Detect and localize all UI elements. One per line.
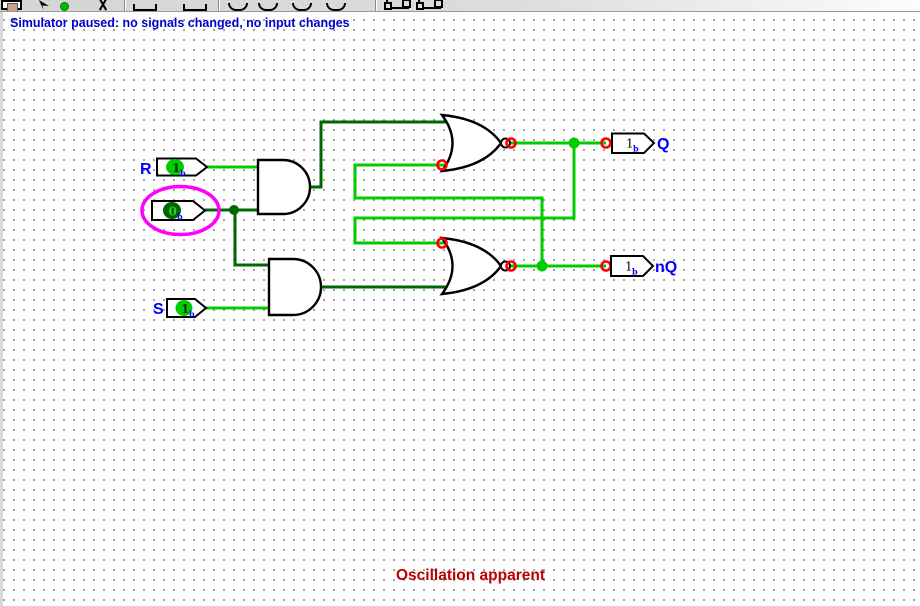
- pointer-tool-icon[interactable]: [38, 0, 49, 10]
- port-marker: [600, 137, 612, 149]
- schematic-canvas[interactable]: Simulator paused: no signals changed, no…: [0, 12, 920, 606]
- base-subscript: b: [177, 212, 183, 222]
- base-subscript: b: [180, 168, 186, 178]
- nor-gate-tool-icon[interactable]: [326, 3, 346, 11]
- wire-nq-feedback-to-nor1[interactable]: [353, 163, 544, 266]
- output-port-tool-icon[interactable]: [183, 4, 207, 11]
- module-tab-icon: [402, 0, 411, 8]
- and-gate-tool-icon[interactable]: [228, 3, 248, 11]
- status-message: Simulator paused: no signals changed, no…: [10, 16, 350, 30]
- pin-label-r: R: [140, 161, 152, 178]
- toolbar: [0, 0, 920, 12]
- module2-tool-icon[interactable]: [416, 0, 443, 10]
- switch-led-on: [175, 300, 193, 316]
- port-marker: [505, 260, 517, 272]
- module-tool-icon[interactable]: [384, 0, 411, 10]
- module-tab-icon: [416, 2, 424, 10]
- switch-led-off: [163, 202, 181, 219]
- pin-label-q: Q: [657, 136, 669, 153]
- module-tab-icon: [434, 0, 443, 8]
- toolbar-separator: [218, 0, 220, 11]
- port-marker: [436, 237, 448, 249]
- nor-gate-2[interactable]: [439, 236, 503, 296]
- port-marker: [505, 137, 517, 149]
- input-pin-s[interactable]: S 1 b: [153, 298, 208, 319]
- output-tag-q[interactable]: 1 b Q: [611, 132, 669, 154]
- switch-led-on: [166, 159, 184, 175]
- annotation-text: Oscillation apparent: [396, 567, 545, 584]
- pin-tag: [610, 255, 655, 277]
- base-subscript: b: [189, 309, 195, 319]
- input-port-tool-icon[interactable]: [133, 4, 157, 11]
- input-pin-enable[interactable]: 0 b: [151, 200, 207, 222]
- wire-junction: [568, 137, 580, 149]
- base-subscript: b: [633, 144, 639, 154]
- tag-value: 1: [626, 137, 634, 151]
- wire-junction: [536, 260, 548, 272]
- pin-value: 1: [181, 302, 189, 316]
- module-tab-icon: [384, 2, 392, 10]
- input-pin-r[interactable]: R 1 b: [140, 157, 209, 179]
- grab-tool-button[interactable]: [1, 0, 22, 11]
- base-subscript: b: [632, 267, 638, 277]
- and-gate-2[interactable]: [267, 257, 323, 317]
- port-marker: [436, 159, 448, 171]
- toolbar-separator: [124, 0, 126, 11]
- pin-label-s: S: [153, 301, 164, 318]
- and-gate-1[interactable]: [256, 158, 312, 216]
- tag-value: 1: [625, 260, 633, 274]
- wire-and1-to-nor1[interactable]: [309, 120, 447, 189]
- or-gate-tool-icon[interactable]: [258, 3, 278, 11]
- pin-value: 1: [172, 161, 180, 175]
- highlight-ellipse: [140, 184, 221, 237]
- wire-junction: [229, 205, 239, 215]
- wire-enable-branch-to-and2[interactable]: [233, 210, 271, 267]
- probe-tool-icon[interactable]: [60, 2, 69, 11]
- output-tag-nq[interactable]: 1 b nQ: [610, 255, 677, 277]
- nand-gate-tool-icon[interactable]: [292, 3, 312, 11]
- cut-tool-icon[interactable]: [95, 0, 113, 11]
- hand-icon: [7, 3, 18, 11]
- pin-tag: [611, 132, 656, 154]
- pin-label-nq: nQ: [655, 259, 677, 276]
- wire-q-feedback-to-nor2[interactable]: [353, 143, 576, 245]
- nor-gate-1[interactable]: [439, 113, 503, 173]
- toolbar-separator: [375, 0, 377, 11]
- pin-value: 0: [169, 205, 177, 219]
